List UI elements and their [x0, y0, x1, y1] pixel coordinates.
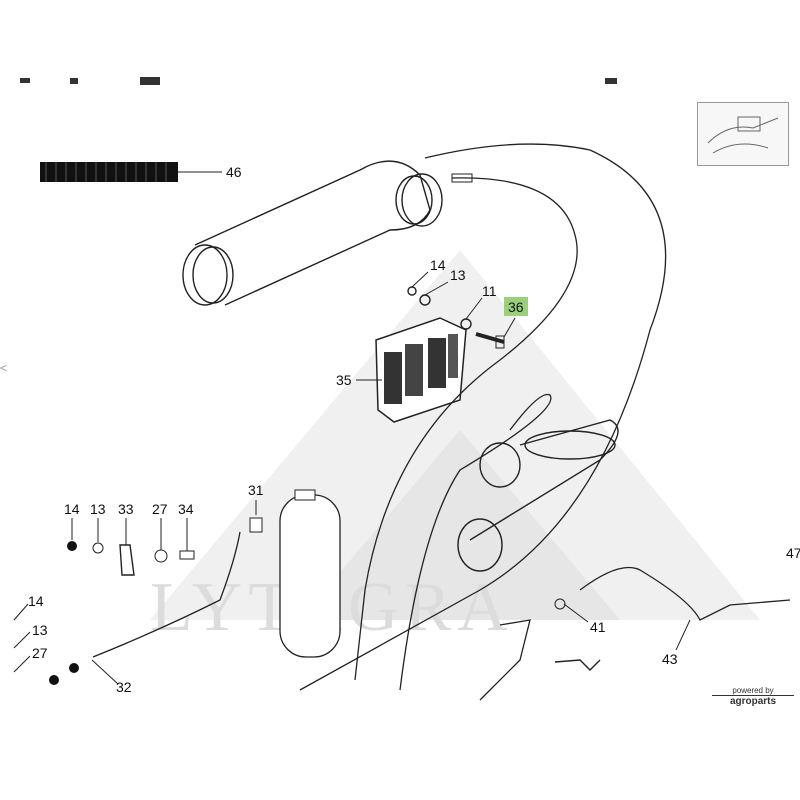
callout-14-mid: 14 — [64, 501, 80, 517]
callout-13-top: 13 — [450, 267, 466, 283]
pipe-lower — [479, 619, 531, 701]
part-41-fitting — [554, 598, 566, 610]
part-46-hose — [40, 162, 178, 182]
nut-lower-left — [69, 663, 79, 673]
callout-36-highlight — [504, 297, 528, 316]
air-duct-lower — [457, 419, 619, 572]
overview-thumbnail[interactable] — [697, 102, 789, 166]
air-tank — [279, 489, 341, 658]
callout-27-left: 27 — [32, 645, 48, 661]
callout-32: 32 — [116, 679, 132, 695]
powered-by-label: powered by — [732, 686, 774, 695]
brand-label: agroparts — [712, 695, 794, 707]
callout-14-left: 14 — [28, 593, 44, 609]
callout-13-left: 13 — [32, 622, 48, 638]
hydraulic-lines — [92, 143, 791, 691]
part-13-washer-b — [92, 542, 104, 554]
callout-34: 34 — [178, 501, 194, 517]
callout-31: 31 — [248, 482, 264, 498]
part-27-washer — [154, 549, 168, 563]
callout-41: 41 — [590, 619, 606, 635]
part-14-nut-b — [67, 541, 77, 551]
callout-35: 35 — [336, 372, 352, 388]
overview-thumbnail-image — [707, 116, 779, 154]
part-33-bracket — [119, 544, 135, 576]
callout-27-mid: 27 — [152, 501, 168, 517]
part-34-bolt — [179, 550, 195, 560]
elbow-fitting — [554, 659, 601, 671]
toolbar-fragment — [20, 77, 617, 85]
callout-46: 46 — [226, 164, 242, 180]
callout-43: 43 — [662, 651, 678, 667]
powered-by-badge: powered by agroparts — [712, 686, 794, 707]
callout-33: 33 — [118, 501, 134, 517]
part-31-nut — [249, 517, 263, 533]
callout-11: 11 — [482, 283, 497, 299]
callout-36: 36 — [508, 299, 524, 315]
nut-lower-left-b — [49, 675, 59, 685]
part-36-bolt — [475, 332, 505, 349]
part-35-valve-block — [375, 317, 467, 423]
nav-arrow-left-icon[interactable]: < — [0, 361, 7, 375]
part-14-nut — [407, 286, 417, 296]
callout-47: 47 — [786, 545, 800, 561]
callout-13-mid: 13 — [90, 501, 106, 517]
callout-14-top: 14 — [430, 257, 446, 273]
air-duct-upper — [182, 160, 443, 306]
cable-plug — [451, 173, 473, 183]
watermark-triangle — [150, 250, 760, 620]
